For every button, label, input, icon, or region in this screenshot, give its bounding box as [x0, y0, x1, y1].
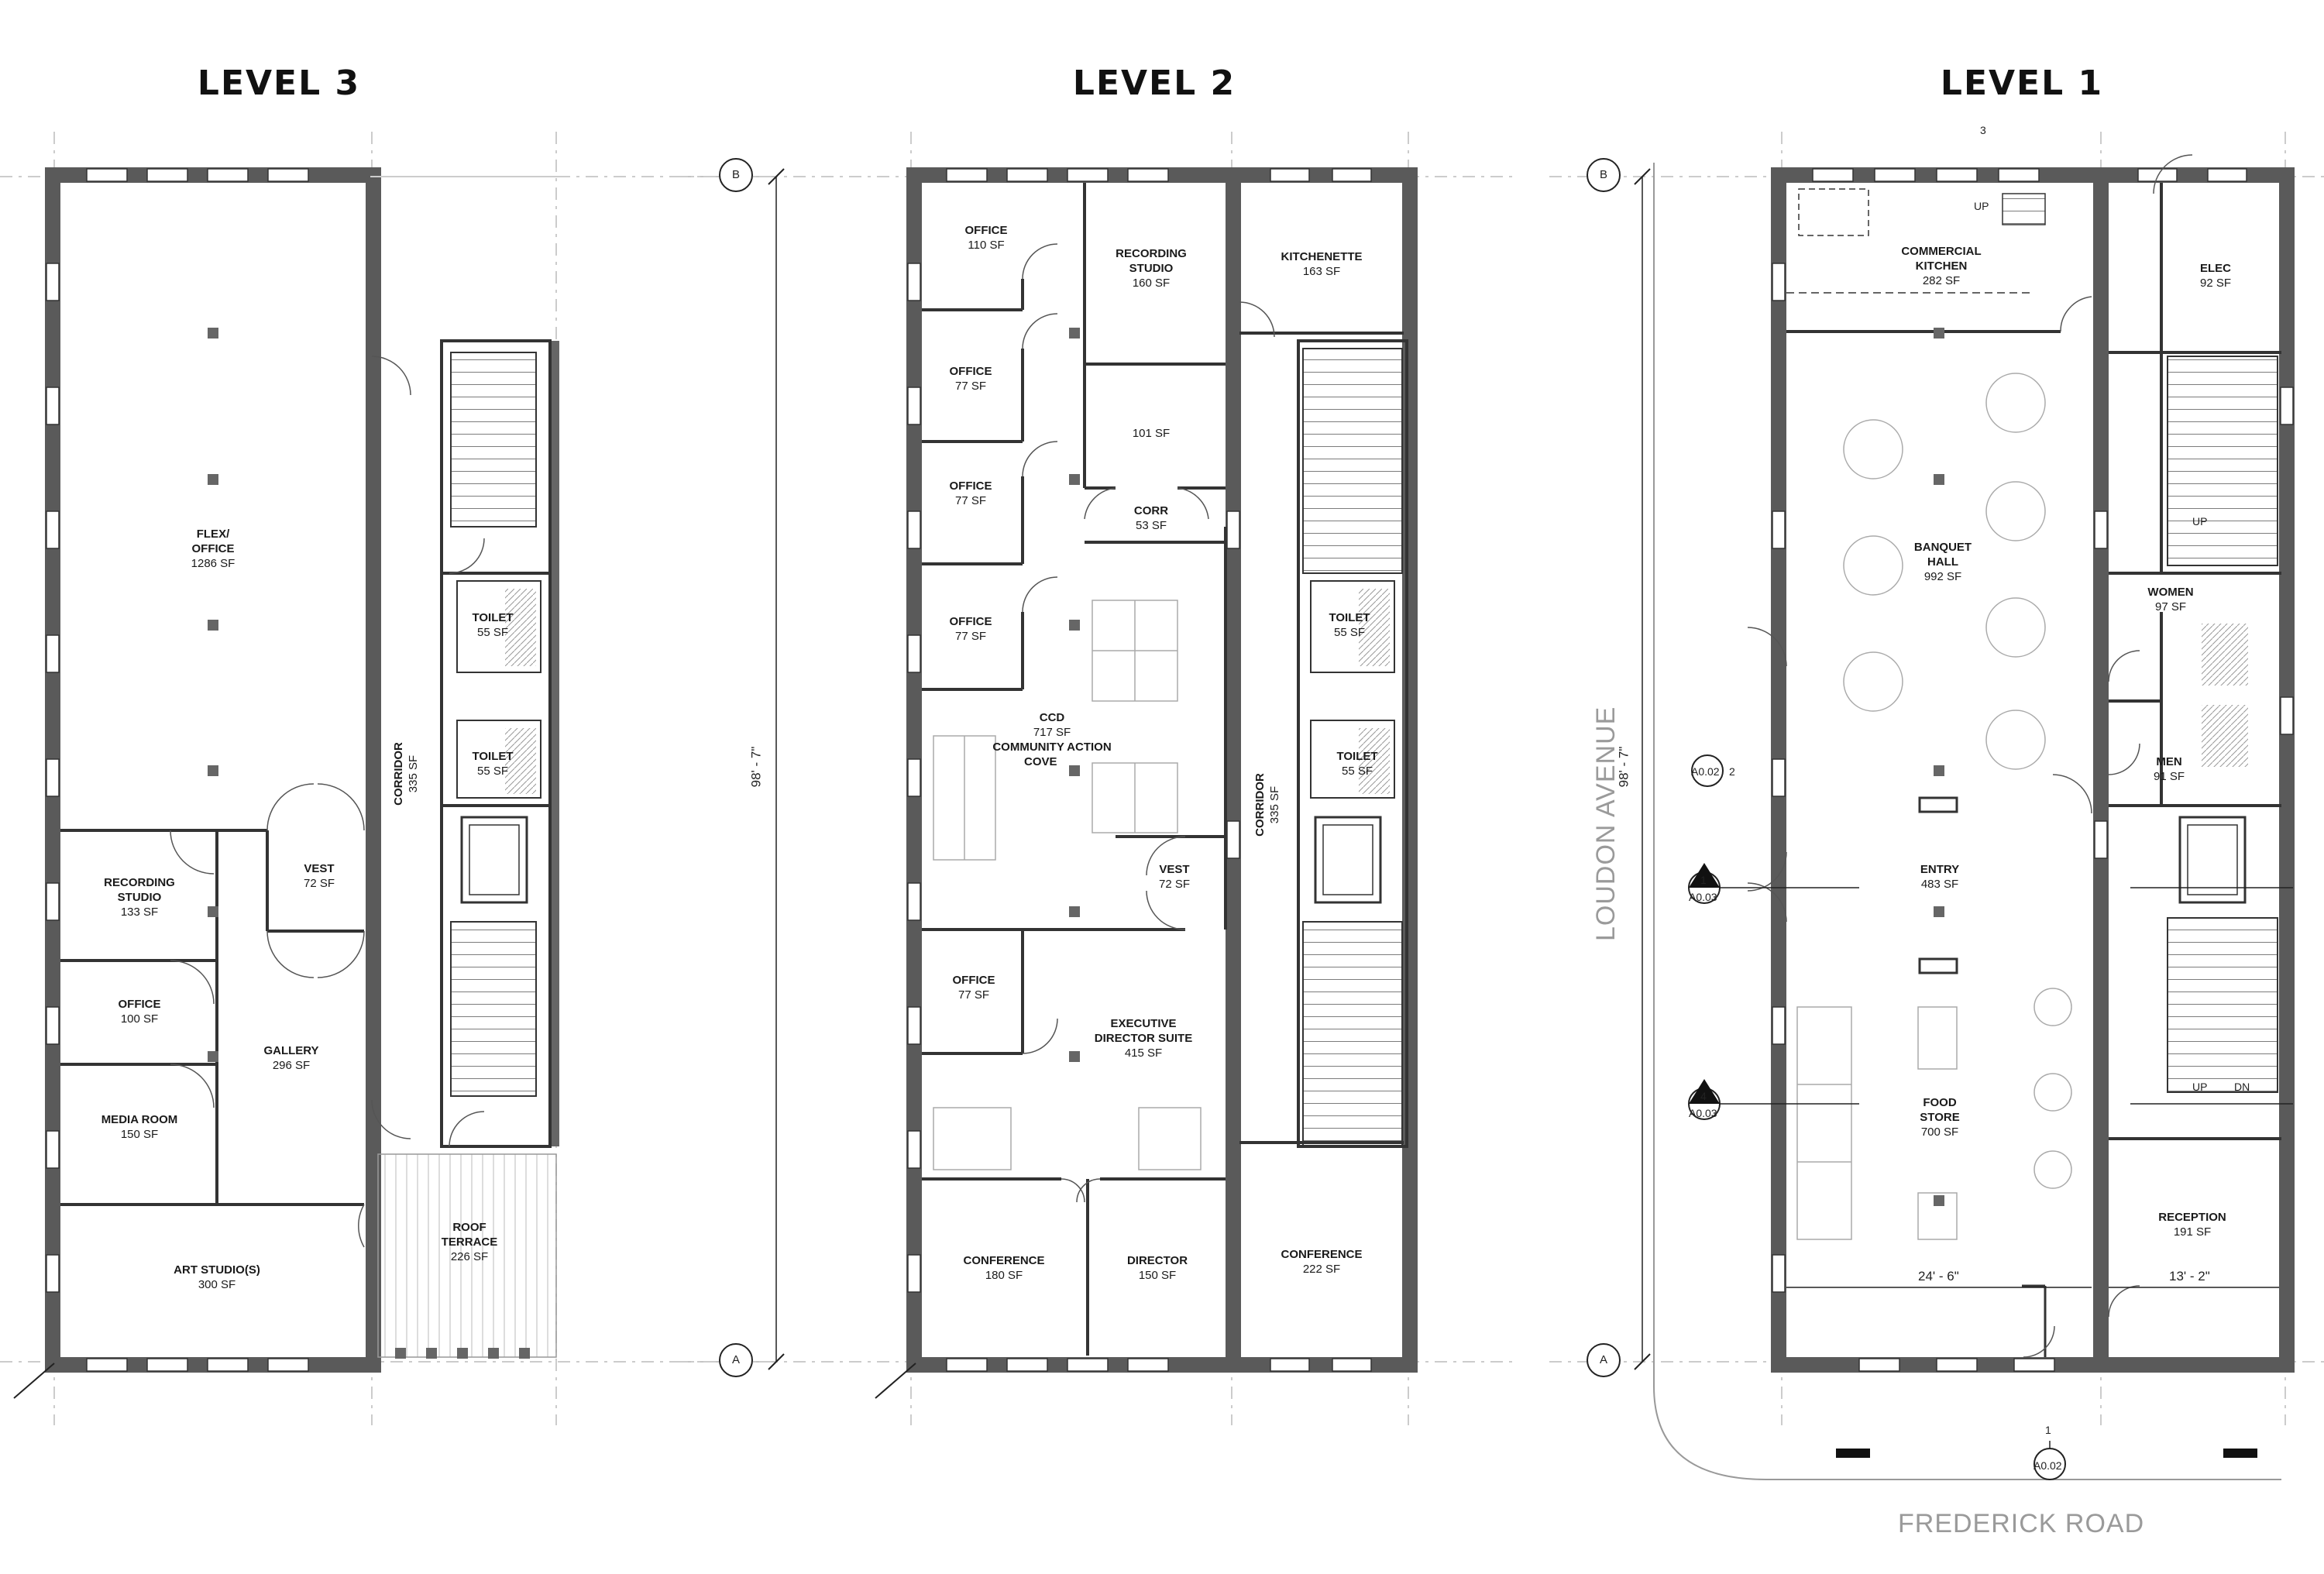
room-food-store: FOOD STORE 700 SF — [1920, 1096, 1960, 1139]
room-flex-office: FLEX/ OFFICE 1286 SF — [191, 528, 235, 570]
room-corridor-l2: CORRIDOR 335 SF — [1253, 773, 1281, 837]
room-toilet-l3-lower: TOILET 55 SF — [472, 750, 514, 778]
level1-grid-a: A — [1587, 1343, 1621, 1377]
room-kitchenette: KITCHENETTE 163 SF — [1281, 250, 1363, 278]
room-conference-222: CONFERENCE 222 SF — [1281, 1248, 1363, 1276]
level1-grid-col-3: 3 — [1980, 124, 1986, 136]
grid-lines — [0, 132, 2324, 1425]
room-commercial-kitchen: COMMERCIAL KITCHEN 282 SF — [1901, 245, 1982, 287]
room-elec: ELEC 92 SF — [2199, 262, 2232, 290]
room-toilet-l2-upper: TOILET 55 SF — [1329, 611, 1370, 639]
room-media-room: MEDIA ROOM 150 SF — [101, 1113, 178, 1141]
room-ccd: CCD 717 SF COMMUNITY ACTION COVE — [992, 711, 1112, 768]
room-office-77-d: OFFICE 77 SF — [952, 974, 995, 1002]
room-recording-studio-l3: RECORDING STUDIO 133 SF — [104, 876, 175, 919]
section-tag-front-num: 1 — [2045, 1424, 2051, 1436]
level2-height-dimension: 98' - 7" — [748, 746, 764, 788]
level2-plan — [768, 167, 1418, 1373]
level2-title: LEVEL 2 — [1072, 64, 1236, 103]
level1-width-dimension-main: 24' - 6" — [1918, 1269, 1959, 1284]
room-recording-studio-l2: RECORDING STUDIO 160 SF — [1116, 247, 1187, 290]
level2-grid-a: A — [719, 1343, 753, 1377]
room-vest-l3: VEST 72 SF — [303, 862, 335, 890]
section-tag-1-sheet: A0.03 — [1689, 891, 1717, 903]
room-toilet-l2-lower: TOILET 55 SF — [1336, 750, 1378, 778]
street-loudon-avenue: LOUDON AVENUE — [1591, 706, 1621, 941]
room-executive-director-suite: EXECUTIVE DIRECTOR SUITE 415 SF — [1094, 1017, 1193, 1060]
level1-stair-up-south: UP — [2192, 1081, 2208, 1093]
elevation-tag-num: 2 — [1729, 765, 1735, 778]
room-roof-terrace: ROOF TERRACE 226 SF — [441, 1221, 498, 1263]
room-director: DIRECTOR 150 SF — [1126, 1254, 1188, 1282]
room-conference-180: CONFERENCE 180 SF — [963, 1254, 1045, 1282]
room-corr: CORR 53 SF — [1133, 504, 1169, 532]
section-tag-1-num: 1 — [1700, 874, 1707, 886]
section-tag-4-sheet: A0.03 — [1689, 1107, 1717, 1119]
level1-stair-up-north: UP — [2192, 515, 2208, 528]
room-101-sf: 101 SF — [1132, 427, 1171, 440]
room-vest-l2: VEST 72 SF — [1158, 863, 1191, 891]
room-toilet-l3-upper: TOILET 55 SF — [472, 611, 514, 639]
section-tag-4-num: 4 — [1700, 1090, 1707, 1102]
level2-grid-b: B — [719, 158, 753, 192]
room-men: MEN 91 SF — [2153, 755, 2185, 783]
level3-plan — [45, 167, 559, 1373]
elevation-tag-sheet: A0.02 — [1691, 765, 1720, 778]
room-banquet-hall: BANQUET HALL 992 SF — [1913, 541, 1972, 583]
level1-stair-down-south: DN — [2234, 1081, 2250, 1093]
level1-plan — [1634, 154, 2295, 1480]
level1-width-dimension-side: 13' - 2" — [2169, 1269, 2210, 1284]
room-office-l3: OFFICE 100 SF — [118, 998, 161, 1026]
level1-title: LEVEL 1 — [1940, 64, 2104, 103]
room-office-77-b: OFFICE 77 SF — [949, 479, 992, 507]
room-office-110: OFFICE 110 SF — [964, 224, 1008, 252]
level1-grid-b: B — [1587, 158, 1621, 192]
room-women: WOMEN 97 SF — [2147, 586, 2194, 613]
level3-title: LEVEL 3 — [197, 64, 361, 103]
room-entry: ENTRY 483 SF — [1920, 863, 1960, 891]
room-office-77-a: OFFICE 77 SF — [949, 365, 992, 393]
room-office-77-c: OFFICE 77 SF — [949, 615, 992, 643]
room-gallery: GALLERY 296 SF — [263, 1044, 319, 1072]
level1-stair-up-kitchen: UP — [1974, 200, 1989, 212]
street-frederick-road: FREDERICK ROAD — [1898, 1509, 2145, 1538]
section-tag-front-sheet: A0.02 — [2033, 1459, 2062, 1472]
room-art-studios: ART STUDIO(S) 300 SF — [174, 1263, 260, 1291]
room-reception: RECEPTION 191 SF — [2158, 1211, 2226, 1239]
